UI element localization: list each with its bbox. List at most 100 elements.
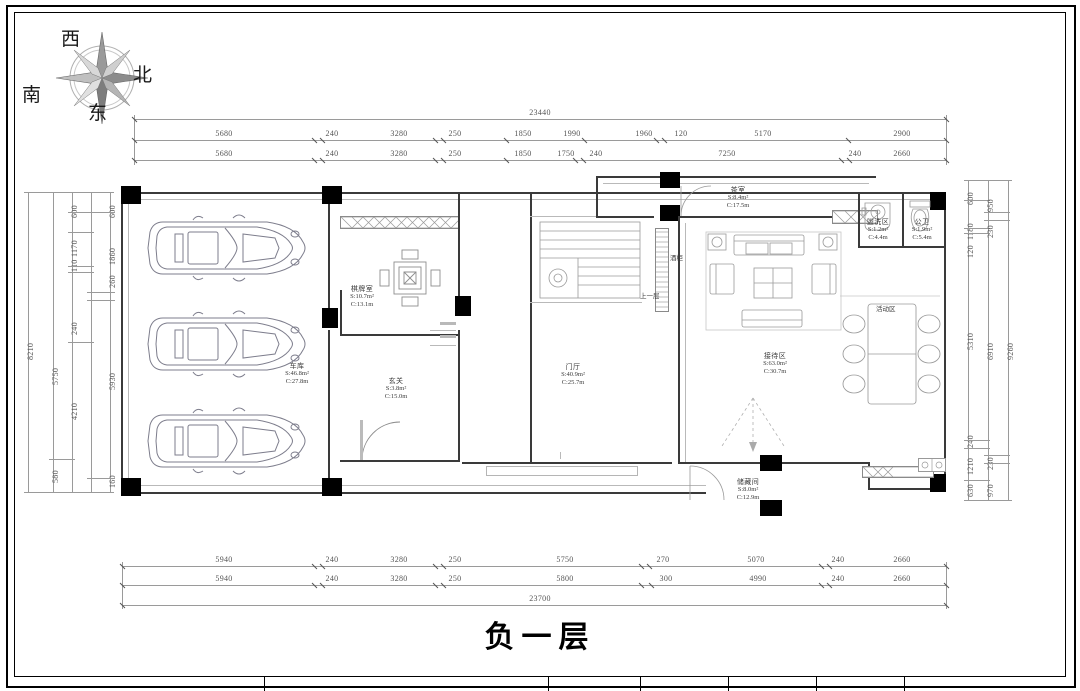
room-name-storage: 储藏间 <box>736 478 760 486</box>
dim-bot-r2-6: 4990 <box>749 574 767 583</box>
compass-label-north: 北 <box>133 64 153 86</box>
dim-top-r2-8: 240 <box>848 149 862 158</box>
structural-column <box>930 192 946 210</box>
room-name-entrance-hall: 门厅 <box>565 363 581 371</box>
toilet-icon <box>906 200 936 236</box>
dim-bot-r2-3: 250 <box>448 574 462 583</box>
room-label-washing: 盥洗区 S:1.2m² C:4.4m <box>867 218 889 242</box>
structural-column <box>660 172 680 188</box>
structural-column <box>121 186 141 204</box>
room-area-bathroom: S:1.9m² <box>911 226 933 233</box>
window-hatch-mahjong-top <box>340 216 460 229</box>
room-label-mahjong: 棋牌室 S:10.7m² C:13.1m <box>350 285 374 309</box>
room-perimeter-tea: C:17.5m <box>726 202 750 209</box>
dim-bot-r1-7: 240 <box>831 555 845 564</box>
dim-top-r1-7: 120 <box>674 129 688 138</box>
room-label-tea: 茶室 S:8.4m² C:17.5m <box>727 186 750 210</box>
sheet-outer-border <box>6 5 1076 688</box>
structural-column <box>660 205 680 221</box>
room-label-reception: 接待区 S:63.0m² C:30.7m <box>763 352 787 376</box>
room-area-entrance-hall: S:40.9m² <box>561 371 585 378</box>
room-area-reception: S:63.0m² <box>763 360 787 367</box>
dim-bot-r2-0: 5940 <box>215 574 233 583</box>
dim-right-c1-1: 1180 <box>966 223 975 240</box>
structural-column <box>121 478 141 496</box>
structural-column <box>322 308 338 328</box>
dim-top-r2-0: 5680 <box>215 149 233 158</box>
dim-top-r2-1: 240 <box>325 149 339 158</box>
room-perimeter-bathroom: C:5.4m <box>912 234 932 241</box>
dim-bot-r1-3: 250 <box>448 555 462 564</box>
title-block-divider <box>548 676 549 691</box>
dim-right-c1-6: 630 <box>966 484 975 497</box>
room-perimeter-entrance-hall: C:25.7m <box>561 379 585 386</box>
door-swing-foyer <box>360 420 404 464</box>
dim-top-r2-7: 7250 <box>718 149 736 158</box>
structural-column <box>455 296 471 316</box>
car-icon-2 <box>145 308 310 380</box>
structural-column <box>322 478 342 496</box>
dim-left-c3-3: 240 <box>70 322 79 335</box>
room-area-tea: S:8.4m² <box>727 194 749 201</box>
title-block-rule <box>14 676 1064 677</box>
dim-top-r2-9: 2660 <box>893 149 911 158</box>
title-block-divider <box>264 676 265 691</box>
dim-top-r2-5: 1750 <box>557 149 575 158</box>
projection-cone <box>718 397 788 458</box>
room-area-washing: S:1.2m² <box>867 226 889 233</box>
dim-top-r1-4: 1850 <box>514 129 532 138</box>
room-name-garage: 车库 <box>289 362 305 370</box>
wine-cabinet-hatch <box>655 228 669 312</box>
dim-bot-r2-4: 5800 <box>556 574 574 583</box>
dim-left-c4-1: 1860 <box>108 247 117 265</box>
dim-right-c2-1: 230 <box>986 225 995 238</box>
dim-bot-r2-7: 240 <box>831 574 845 583</box>
staircase <box>539 221 648 304</box>
dim-bot-r2-5: 300 <box>659 574 673 583</box>
dim-bot-r1-8: 2660 <box>893 555 911 564</box>
car-icon-1 <box>145 212 310 284</box>
dim-bot-r1-4: 5750 <box>556 555 574 564</box>
room-name-foyer: 玄关 <box>388 377 404 385</box>
compass-label-east: 东 <box>88 102 108 124</box>
room-perimeter-foyer: C:15.0m <box>384 393 408 400</box>
room-name-washing: 盥洗区 <box>866 218 890 226</box>
structural-column <box>930 474 946 492</box>
compass-label-west: 西 <box>61 28 81 50</box>
dim-top-r2-4: 1850 <box>514 149 532 158</box>
dim-right-overall: 9260 <box>1006 342 1015 360</box>
dim-top-r1-9: 2900 <box>893 129 911 138</box>
room-name-tea: 茶室 <box>730 186 746 194</box>
title-block-divider <box>728 676 729 691</box>
dim-bot-r2-2: 3280 <box>390 574 408 583</box>
sink-icon <box>861 200 894 234</box>
dim-right-c1-3: 5310 <box>966 332 975 350</box>
dim-bot-r1-2: 3280 <box>390 555 408 564</box>
dim-right-c1-2: 120 <box>966 245 975 258</box>
dim-bot-r1-6: 5070 <box>747 555 765 564</box>
dim-top-r2-6: 240 <box>589 149 603 158</box>
dim-right-c1-4: 240 <box>966 435 975 448</box>
room-perimeter-washing: C:4.4m <box>868 234 888 241</box>
dim-top-r1-8: 5170 <box>754 129 772 138</box>
dim-top-r2-2: 3280 <box>390 149 408 158</box>
dim-top-r1-5: 1990 <box>563 129 581 138</box>
structural-column <box>760 500 782 516</box>
room-label-foyer: 玄关 S:3.8m² C:15.0m <box>385 377 408 401</box>
dim-bot-r1-1: 240 <box>325 555 339 564</box>
dim-right-c2-4: 970 <box>986 484 995 497</box>
dim-top-r1-2: 3280 <box>390 129 408 138</box>
room-perimeter-mahjong: C:13.1m <box>350 301 374 308</box>
dim-bot-r2-8: 2660 <box>893 574 911 583</box>
sofa-group <box>705 231 846 337</box>
drawing-title: 负一层 <box>484 620 596 655</box>
room-perimeter-garage: C:27.8m <box>285 378 309 385</box>
dim-bot-r2-1: 240 <box>325 574 339 583</box>
room-area-mahjong: S:10.7m² <box>350 293 374 300</box>
dim-top-r1-0: 5680 <box>215 129 233 138</box>
structural-column <box>760 455 782 471</box>
dim-bottom-overall: 23700 <box>529 594 551 603</box>
dim-bot-r1-5: 270 <box>656 555 670 564</box>
window-hatch-tea <box>832 210 878 224</box>
